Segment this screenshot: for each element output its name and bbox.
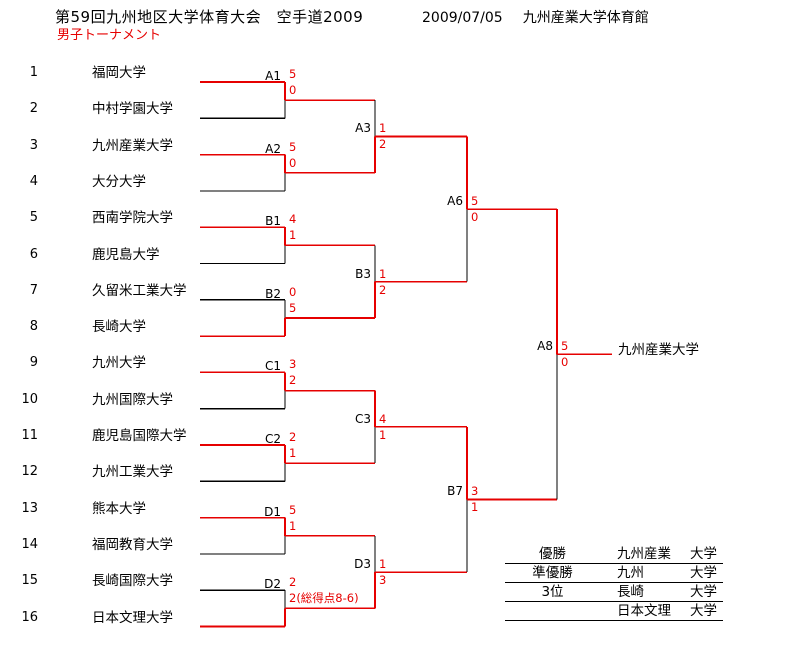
seed-number: 6 — [29, 247, 38, 262]
result-team: 長崎 — [617, 583, 644, 600]
match-score-bottom: 0 — [561, 355, 569, 369]
team-name: 中村学園大学 — [92, 101, 173, 117]
match-score-top: 1 — [379, 121, 387, 135]
result-team: 日本文理 — [617, 602, 671, 619]
match-label: A1 — [265, 69, 281, 83]
header-meta: 2009/07/05 九州産業大学体育館 — [422, 9, 669, 27]
match-label: B7 — [447, 484, 463, 498]
results-row: 優勝 九州産業 大学 — [505, 545, 723, 564]
match-score-bottom: 5 — [289, 301, 297, 315]
match-score-bottom: 2 — [379, 283, 387, 297]
seed-number: 10 — [21, 392, 38, 407]
match-score-top: 0 — [289, 285, 297, 299]
match-score-top: 5 — [289, 503, 297, 517]
result-rank: 優勝 — [539, 545, 566, 562]
event-date: 2009/07/05 — [422, 10, 503, 26]
seed-number: 3 — [29, 138, 38, 153]
match-score-bottom: 2 — [379, 137, 387, 151]
results-row: 3位 長崎 大学 — [505, 583, 723, 602]
seed-number: 13 — [21, 501, 38, 516]
seed-number: 11 — [21, 428, 38, 443]
match-score-bottom: 1 — [379, 428, 387, 442]
match-score-bottom: 0 — [471, 210, 479, 224]
match-label: C3 — [354, 412, 371, 426]
team-name: 大分大学 — [92, 174, 146, 190]
page-title: 第59回九州地区大学体育大会 空手道2009 — [55, 8, 364, 26]
match-score-bottom: 1 — [289, 228, 297, 242]
team-name: 福岡大学 — [92, 65, 146, 81]
result-team: 九州産業 — [617, 545, 671, 562]
result-suffix: 大学 — [690, 564, 717, 581]
match-score-top: 2 — [289, 575, 297, 589]
seed-number: 5 — [29, 210, 38, 225]
match-score-top: 1 — [379, 267, 387, 281]
match-score-top: 3 — [471, 484, 479, 498]
results-row: 準優勝 九州 大学 — [505, 564, 723, 583]
match-score-top: 3 — [289, 357, 297, 371]
match-label: D3 — [354, 557, 371, 571]
team-name: 鹿児島国際大学 — [92, 428, 187, 444]
team-name: 久留米工業大学 — [92, 283, 187, 299]
match-score-bottom: 2(総得点8-6) — [289, 591, 359, 605]
match-label: C1 — [264, 359, 281, 373]
seed-number: 4 — [29, 174, 38, 189]
match-score-top: 4 — [379, 412, 387, 426]
seed-number: 7 — [29, 283, 38, 298]
match-label: A6 — [447, 194, 463, 208]
seed-number: 8 — [29, 319, 38, 334]
team-name: 福岡教育大学 — [92, 537, 173, 553]
match-label: B2 — [265, 287, 281, 301]
seed-number: 14 — [21, 537, 38, 552]
match-score-bottom: 0 — [289, 83, 297, 97]
match-label: D1 — [264, 505, 281, 519]
seed-number: 16 — [21, 610, 38, 625]
team-name: 鹿児島大学 — [92, 247, 160, 263]
result-team: 九州 — [617, 564, 644, 581]
result-rank: 3位 — [541, 583, 564, 600]
team-name: 西南学院大学 — [92, 210, 173, 226]
team-name: 九州工業大学 — [92, 464, 173, 480]
match-label: B3 — [355, 267, 371, 281]
match-score-bottom: 2 — [289, 373, 297, 387]
match-label: C2 — [264, 432, 281, 446]
match-score-bottom: 1 — [471, 500, 479, 514]
team-name: 長崎国際大学 — [92, 573, 173, 589]
match-label: D2 — [264, 577, 281, 591]
match-score-bottom: 3 — [379, 573, 387, 587]
result-suffix: 大学 — [690, 545, 717, 562]
result-rank: 準優勝 — [532, 564, 573, 581]
team-name: 九州国際大学 — [92, 392, 173, 408]
match-score-top: 5 — [289, 67, 297, 81]
seed-number: 12 — [21, 464, 38, 479]
match-score-bottom: 0 — [289, 156, 297, 170]
result-suffix: 大学 — [690, 583, 717, 600]
seed-number: 2 — [29, 101, 38, 116]
match-score-bottom: 1 — [289, 446, 297, 460]
match-score-top: 1 — [379, 557, 387, 571]
match-score-top: 5 — [289, 140, 297, 154]
match-score-bottom: 1 — [289, 519, 297, 533]
team-name: 熊本大学 — [92, 501, 146, 517]
event-venue: 九州産業大学体育館 — [522, 10, 649, 26]
team-name: 日本文理大学 — [92, 610, 173, 626]
match-label: B1 — [265, 214, 281, 228]
match-score-top: 2 — [289, 430, 297, 444]
team-name: 九州産業大学 — [92, 138, 173, 154]
match-label: A3 — [355, 121, 371, 135]
match-label: A2 — [265, 142, 281, 156]
result-suffix: 大学 — [690, 602, 717, 619]
match-score-top: 4 — [289, 212, 297, 226]
match-score-top: 5 — [561, 339, 569, 353]
seed-number: 9 — [29, 355, 38, 370]
champion-name: 九州産業大学 — [618, 342, 699, 358]
bracket-subtitle: 男子トーナメント — [57, 28, 162, 43]
team-name: 九州大学 — [92, 355, 146, 371]
team-name: 長崎大学 — [92, 319, 146, 335]
match-label: A8 — [537, 339, 553, 353]
seed-number: 15 — [21, 573, 38, 588]
results-row: 日本文理 大学 — [505, 602, 723, 621]
seed-number: 1 — [29, 65, 38, 80]
results-table: 優勝 九州産業 大学 準優勝 九州 大学 3位 長崎 大学 日本文理 大学 — [505, 545, 723, 621]
match-score-top: 5 — [471, 194, 479, 208]
